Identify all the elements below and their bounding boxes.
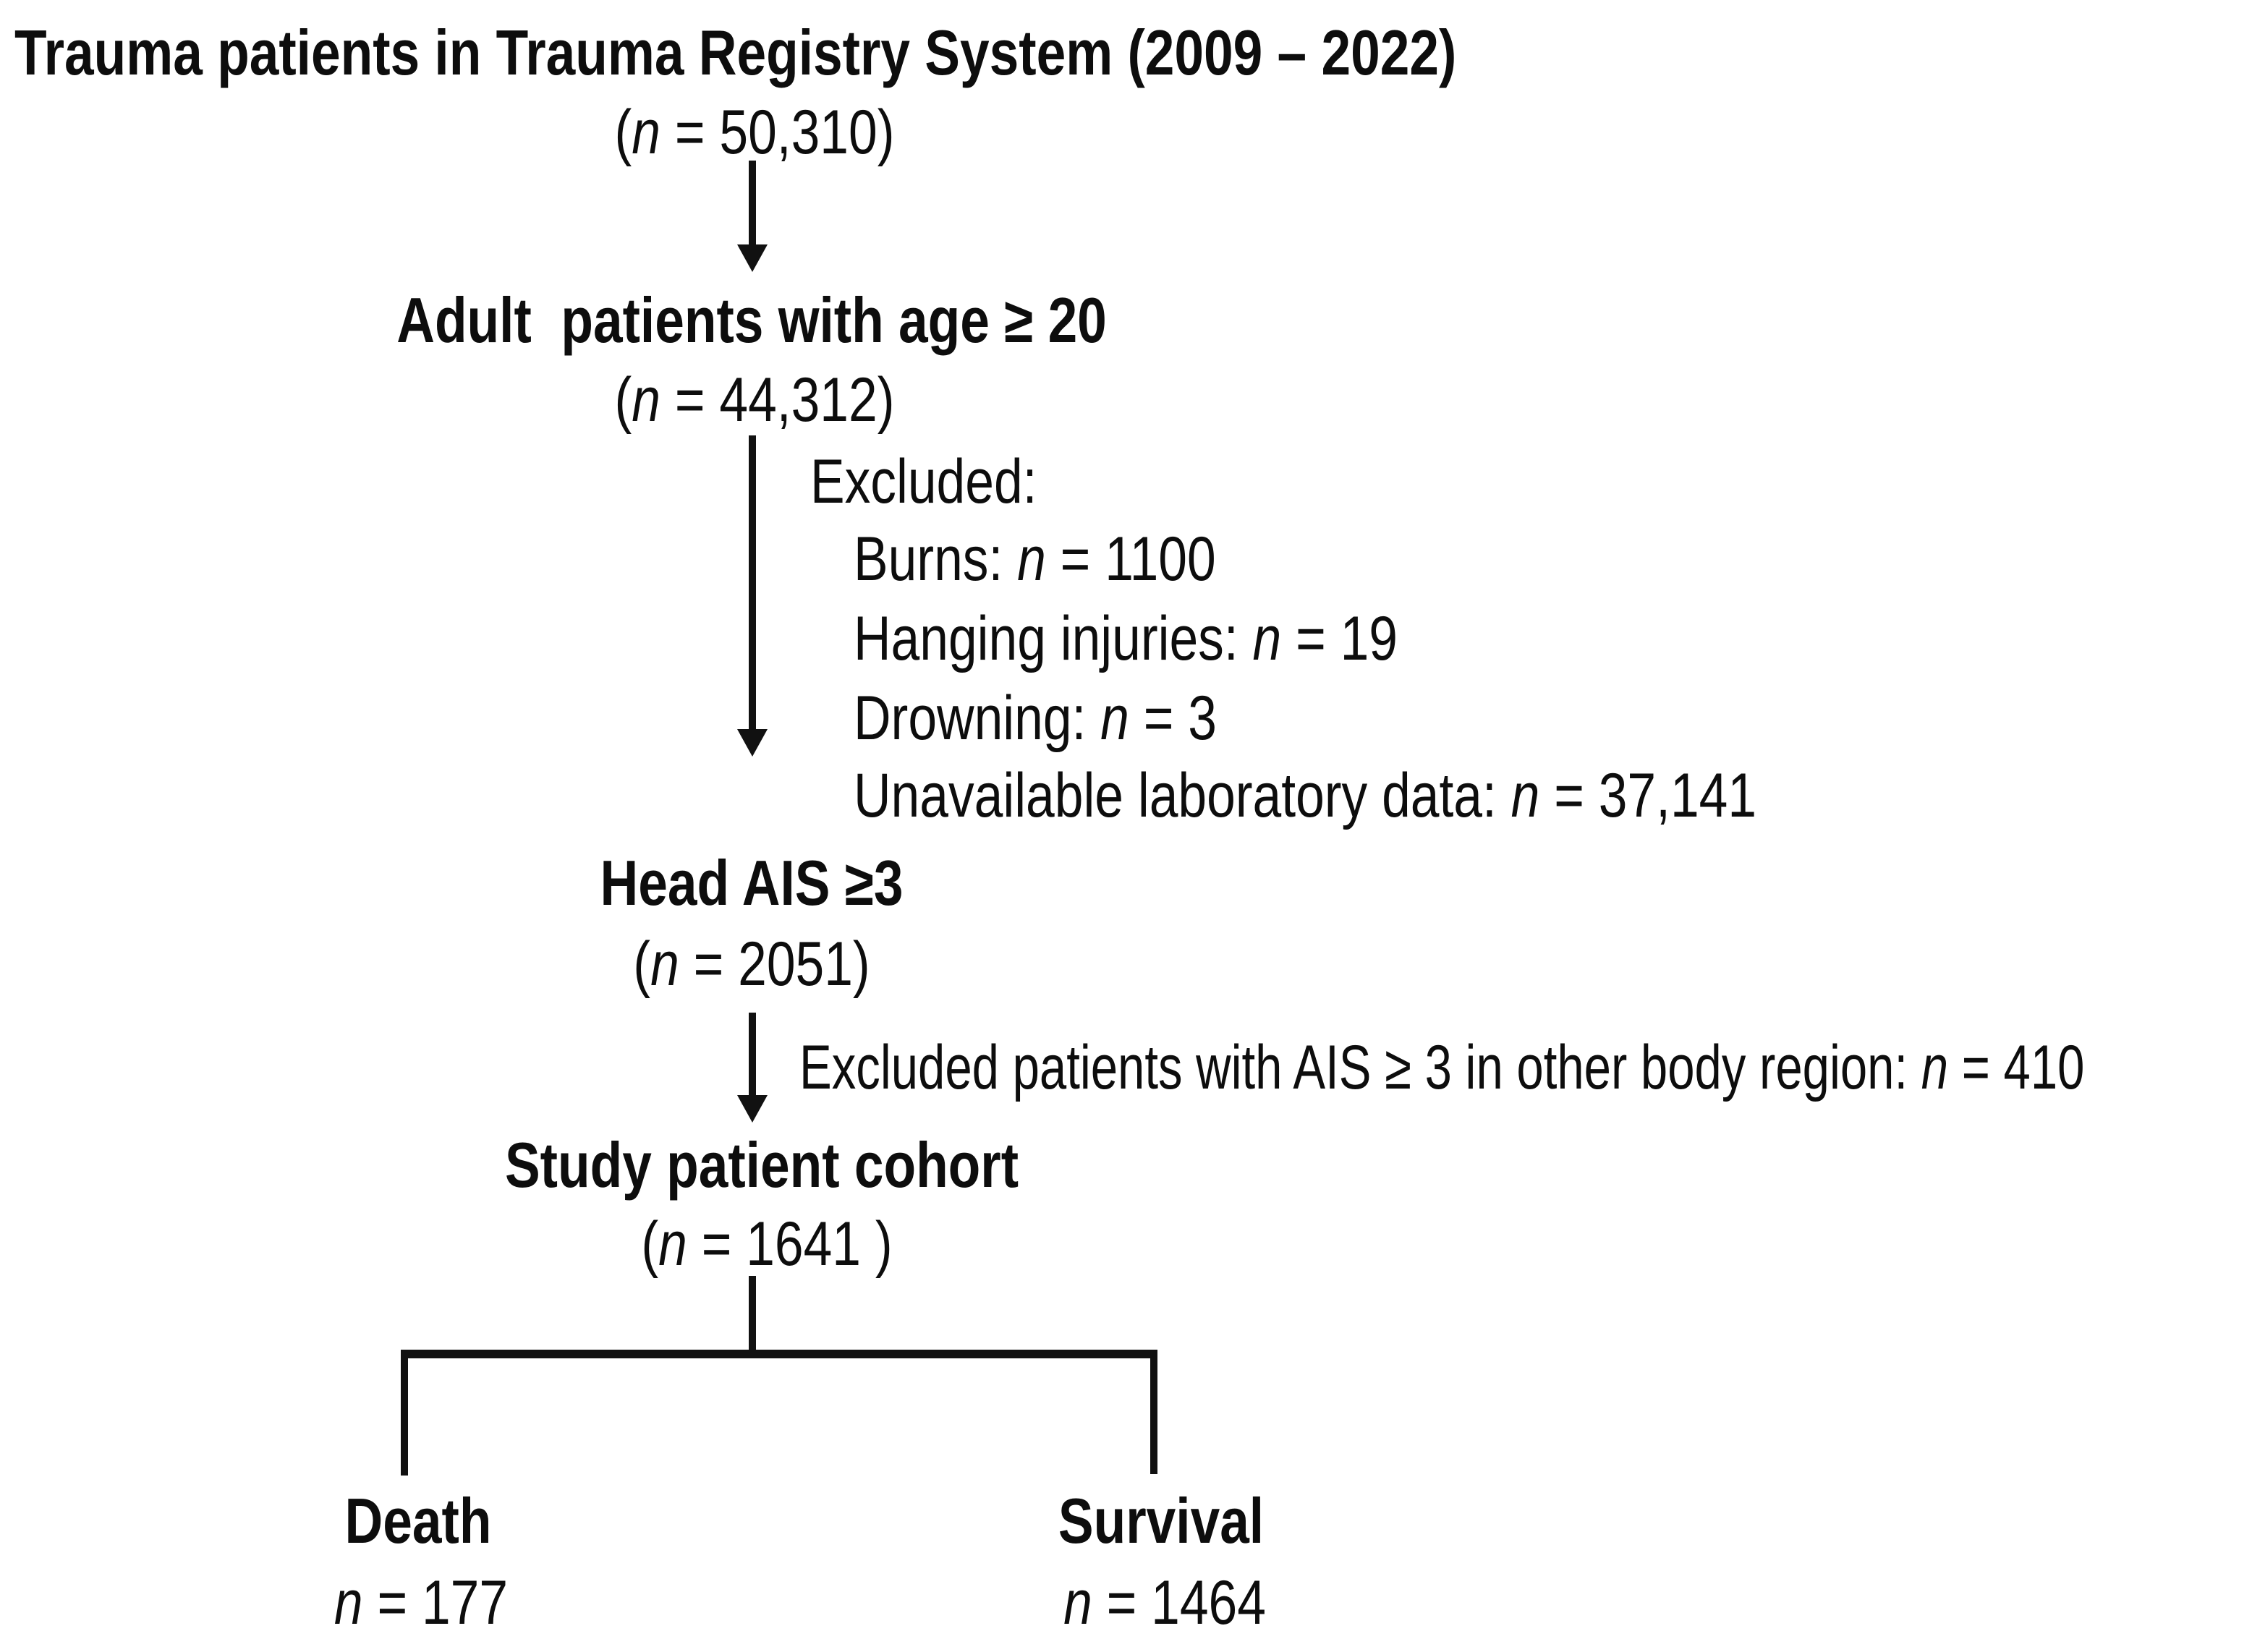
count-value: = 37,141 <box>1539 761 1757 830</box>
exclusion-label: Hanging injuries: <box>854 604 1253 673</box>
count-value: = 3 <box>1129 684 1217 753</box>
count-n: n <box>1100 684 1129 753</box>
count-value: = 19 <box>1281 604 1398 673</box>
arrow-registry-to-adult-head-icon <box>737 244 768 272</box>
count-n: n <box>658 1209 687 1279</box>
exclusion-item-burns: Burns: n = 1100 <box>854 528 1216 590</box>
count-open: ( <box>614 365 632 435</box>
arrow-adult-to-headais-head-icon <box>737 729 768 757</box>
count-n: n <box>1921 1033 1949 1102</box>
adult-node-label: Adult patients with age ≥ 20 <box>396 284 1107 356</box>
headais-node-label: Head AIS ≥3 <box>600 847 904 919</box>
exclusion-label: Burns: <box>854 524 1018 594</box>
exclusion-label: Unavailable laboratory data: <box>854 761 1511 830</box>
registry-node-title: Trauma patients in Trauma Registry Syste… <box>14 17 1457 88</box>
cohort-stem-line <box>749 1276 756 1353</box>
cohort-node-count: (n = 1641 ) <box>641 1213 892 1275</box>
exclusion-list-header: Excluded: <box>810 447 1037 516</box>
survival-node-label: Survival <box>1058 1485 1265 1557</box>
count-value: = 410 <box>1948 1033 2085 1102</box>
count-n: n <box>1063 1568 1092 1638</box>
registry-node-count: (n = 50,310) <box>615 101 895 163</box>
arrow-registry-to-adult-line <box>749 161 756 247</box>
count-value: = 1100 <box>1045 524 1216 594</box>
cohort-node-label: Study patient cohort <box>504 1129 1019 1201</box>
count-value: = 50,310) <box>660 98 895 167</box>
headais-node-count: (n = 2051) <box>633 933 870 995</box>
count-open: ( <box>633 929 651 999</box>
branch-horizontal-line <box>401 1350 1157 1358</box>
branch-left-line <box>401 1350 408 1476</box>
exclusion-note-other-region: Excluded patients with AIS ≥ 3 in other … <box>799 1036 2084 1099</box>
survival-node-count: n = 1464 <box>1063 1572 1266 1634</box>
count-n: n <box>632 365 661 435</box>
exclusion-item-lab-data: Unavailable laboratory data: n = 37,141 <box>854 765 1756 827</box>
exclusion-label: Excluded patients with AIS ≥ 3 in other … <box>799 1033 1921 1102</box>
count-n: n <box>632 98 661 167</box>
count-value: = 1464 <box>1092 1568 1266 1638</box>
arrow-headais-to-cohort-head-icon <box>737 1095 768 1123</box>
death-node-count: n = 177 <box>334 1572 508 1634</box>
count-value: = 177 <box>362 1568 509 1638</box>
count-n: n <box>1252 604 1282 673</box>
count-value: = 1641 ) <box>687 1209 893 1279</box>
count-n: n <box>333 1568 363 1638</box>
adult-node-count: (n = 44,312) <box>615 369 895 431</box>
count-open: ( <box>614 98 632 167</box>
count-n: n <box>1017 524 1046 594</box>
exclusion-item-drowning: Drowning: n = 3 <box>854 687 1217 749</box>
count-value: = 2051) <box>679 929 870 999</box>
exclusion-item-hanging: Hanging injuries: n = 19 <box>854 608 1398 670</box>
count-value: = 44,312) <box>660 365 895 435</box>
count-n: n <box>650 929 679 999</box>
arrow-headais-to-cohort-line <box>749 1013 756 1098</box>
count-n: n <box>1510 761 1540 830</box>
arrow-adult-to-headais-line <box>749 435 756 732</box>
death-node-label: Death <box>344 1485 492 1557</box>
exclusion-label: Drowning: <box>854 684 1101 753</box>
branch-right-line <box>1150 1350 1157 1474</box>
count-open: ( <box>641 1209 659 1279</box>
